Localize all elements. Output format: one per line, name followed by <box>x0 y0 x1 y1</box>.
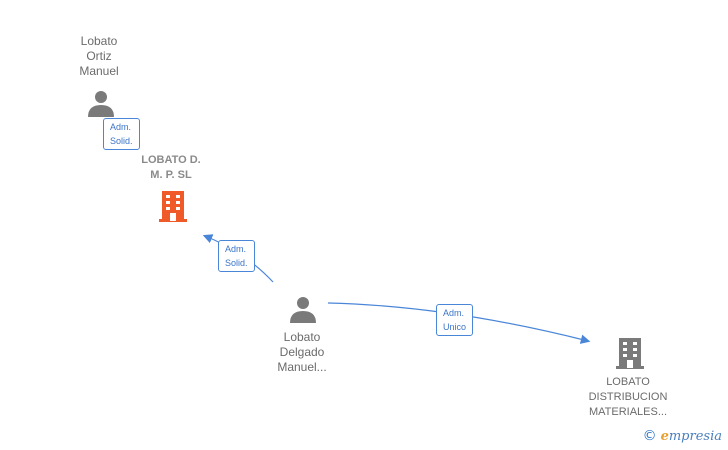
node-label-line: Delgado <box>279 345 325 359</box>
node-label-person-center: Lobato Delgado Manuel... <box>277 330 326 375</box>
person-icon[interactable] <box>86 88 116 118</box>
node-label-line: DISTRIBUCION <box>588 391 668 403</box>
node-label-line: Lobato <box>283 330 321 344</box>
node-label-line: Lobato <box>80 34 118 48</box>
edge-badge-top[interactable]: Adm. Solid. <box>103 118 140 150</box>
building-icon-highlighted[interactable] <box>157 189 189 223</box>
node-label-line: MATERIALES... <box>588 406 668 418</box>
node-label-line: LOBATO <box>606 376 650 388</box>
node-label-company-top: LOBATO D. M. P. SL <box>141 153 200 183</box>
node-label-line: M. P. SL <box>150 169 192 181</box>
node-label-company-bottom: LOBATO DISTRIBUCION MATERIALES... <box>589 375 668 420</box>
edge-badge-line: Solid. <box>110 136 133 146</box>
edge-badge-line: Solid. <box>225 258 248 268</box>
edge-badge-line: Unico <box>443 322 467 332</box>
edge-badge-right[interactable]: Adm. Unico <box>436 304 474 336</box>
brand-logo-letter: e <box>660 429 669 444</box>
node-label-person-top: Lobato Ortiz Manuel <box>79 34 118 79</box>
brand-logo-text: mpresia <box>668 429 722 444</box>
node-label-line: Manuel... <box>277 360 327 374</box>
copyright-icon: © <box>642 428 657 444</box>
building-icon[interactable] <box>614 336 646 370</box>
edge-badge-line: Adm. <box>225 244 247 254</box>
watermark: ©empresia <box>643 428 722 444</box>
node-label-line: Manuel <box>79 64 119 78</box>
node-label-line: LOBATO D. <box>141 154 201 166</box>
edge-badge-line: Adm. <box>110 122 132 132</box>
edge-badge-line: Adm. <box>443 308 465 318</box>
edge-badge-middle[interactable]: Adm. Solid. <box>218 240 255 272</box>
node-label-line: Ortiz <box>86 49 112 63</box>
person-icon[interactable] <box>288 294 318 324</box>
